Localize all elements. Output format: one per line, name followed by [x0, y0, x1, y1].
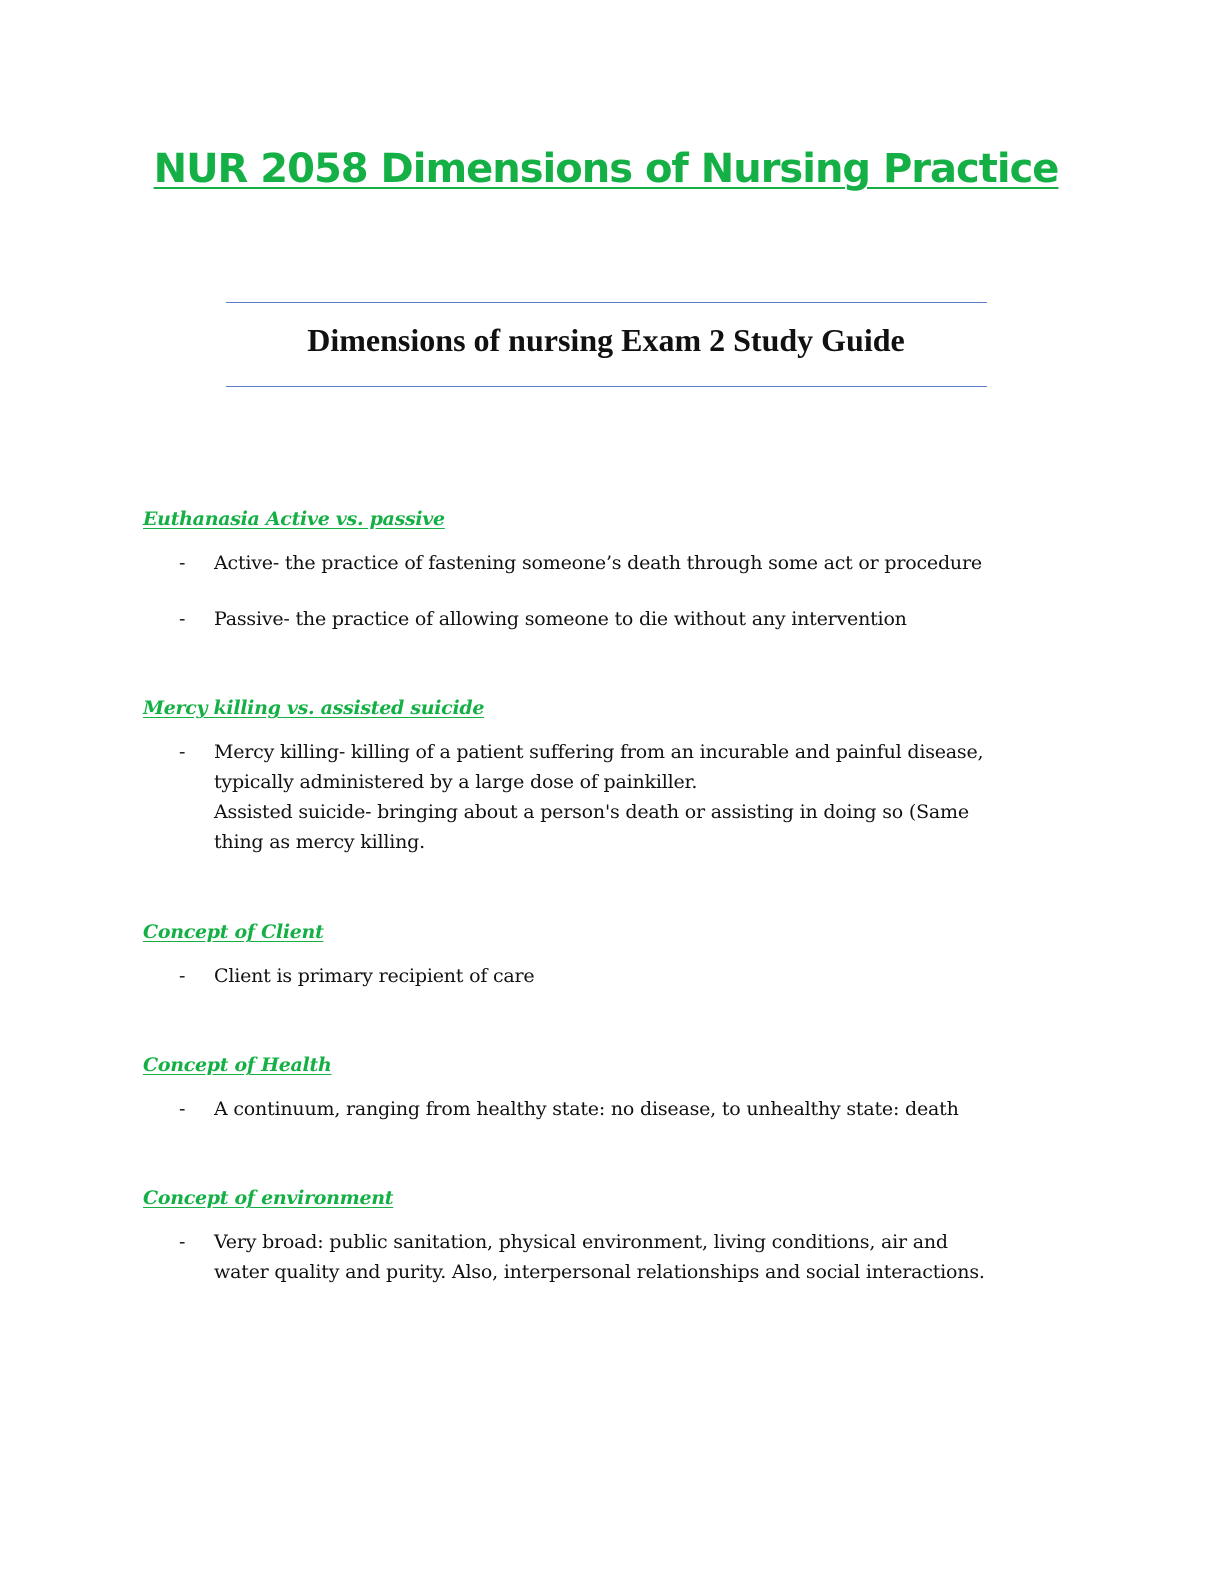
bullet-dash: - — [179, 552, 186, 574]
bullet-dash: - — [179, 1098, 186, 1120]
list-item: - Active- the practice of fastening some… — [143, 548, 1083, 578]
list-item: - Client is primary recipient of care — [143, 961, 1083, 991]
subtitle-bottom-rule — [226, 386, 987, 387]
bullet-list: - Mercy killing- killing of a patient su… — [143, 737, 1083, 857]
bullet-text-line: Very broad: public sanitation, physical … — [214, 1231, 948, 1253]
list-item: - Passive- the practice of allowing some… — [143, 604, 1083, 634]
bullet-text-line: typically administered by a large dose o… — [214, 771, 698, 793]
section-euthanasia: Euthanasia Active vs. passive - Active- … — [143, 506, 1083, 634]
section-mercy-killing: Mercy killing vs. assisted suicide - Mer… — [143, 695, 1083, 857]
bullet-list: - Active- the practice of fastening some… — [143, 548, 1083, 634]
section-concept-health: Concept of Health - A continuum, ranging… — [143, 1052, 1083, 1124]
section-heading: Concept of Health — [143, 1054, 332, 1076]
section-heading: Mercy killing vs. assisted suicide — [143, 697, 485, 719]
section-heading: Concept of Client — [143, 921, 324, 943]
bullet-dash: - — [179, 1231, 186, 1253]
bullet-text-line: Mercy killing- killing of a patient suff… — [214, 741, 984, 763]
bullet-list: - A continuum, ranging from healthy stat… — [143, 1094, 1083, 1124]
bullet-text: A continuum, ranging from healthy state:… — [214, 1098, 959, 1120]
bullet-text: Active- the practice of fastening someon… — [214, 552, 982, 574]
bullet-text: Passive- the practice of allowing someon… — [214, 608, 907, 630]
section-heading: Euthanasia Active vs. passive — [143, 508, 445, 530]
section-heading: Concept of environment — [143, 1187, 394, 1209]
list-item: - A continuum, ranging from healthy stat… — [143, 1094, 1083, 1124]
document-title: NUR 2058 Dimensions of Nursing Practice — [153, 146, 1060, 192]
bullet-text-line: thing as mercy killing. — [214, 831, 425, 853]
list-item: - Mercy killing- killing of a patient su… — [143, 737, 1083, 857]
bullet-dash: - — [179, 608, 186, 630]
section-concept-client: Concept of Client - Client is primary re… — [143, 919, 1083, 991]
bullet-text-line: water quality and purity. Also, interper… — [214, 1261, 985, 1283]
section-concept-environment: Concept of environment - Very broad: pub… — [143, 1185, 1083, 1287]
subtitle-top-rule — [226, 302, 987, 303]
list-item: - Very broad: public sanitation, physica… — [143, 1227, 1083, 1287]
document-subtitle: Dimensions of nursing Exam 2 Study Guide — [307, 322, 905, 358]
bullet-text-line: Assisted suicide- bringing about a perso… — [214, 801, 969, 823]
bullet-dash: - — [179, 741, 186, 763]
bullet-text: Client is primary recipient of care — [214, 965, 535, 987]
bullet-list: - Client is primary recipient of care — [143, 961, 1083, 991]
bullet-list: - Very broad: public sanitation, physica… — [143, 1227, 1083, 1287]
bullet-dash: - — [179, 965, 186, 987]
